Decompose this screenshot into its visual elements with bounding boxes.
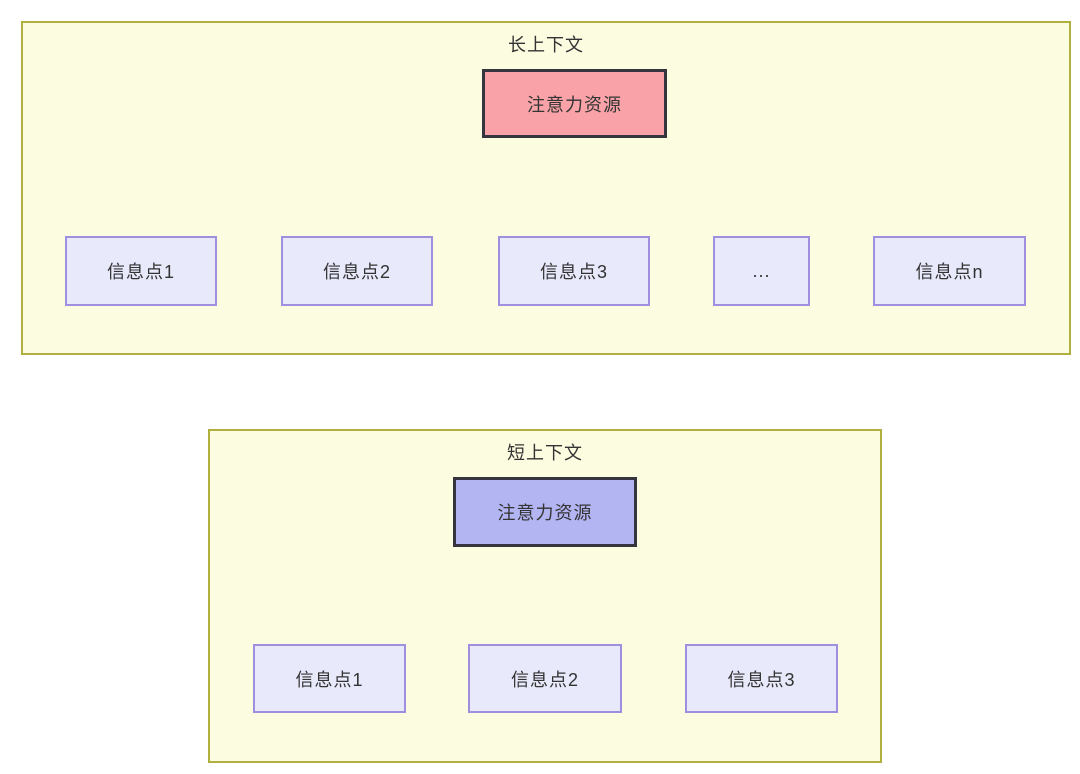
node-long-point3-label: 信息点3 — [539, 262, 608, 282]
node-short-point2: 信息点2 — [468, 644, 622, 713]
node-short-point2-label: 信息点2 — [510, 669, 579, 690]
group-short-context-title: 短上下文 — [507, 443, 583, 463]
node-attention-resource-short: 注意力资源 — [453, 477, 637, 547]
node-short-point3-label: 信息点3 — [727, 669, 796, 690]
node-long-point3: 信息点3 — [498, 236, 650, 306]
node-long-pointn: 信息点n — [873, 236, 1026, 306]
node-long-pointn-label: 信息点n — [915, 262, 984, 282]
node-long-point1: 信息点1 — [65, 236, 217, 306]
node-long-ellipsis: ... — [713, 236, 810, 306]
node-short-point1-label: 信息点1 — [295, 669, 364, 690]
node-long-point1-label: 信息点1 — [106, 262, 175, 282]
node-attention-resource-short-label: 注意力资源 — [497, 503, 593, 523]
node-attention-resource-long-label: 注意力资源 — [527, 94, 622, 115]
node-attention-resource-long: 注意力资源 — [482, 69, 667, 138]
node-long-ellipsis-label: ... — [752, 260, 771, 281]
node-short-point3: 信息点3 — [685, 644, 838, 713]
node-long-point2-label: 信息点2 — [322, 262, 391, 282]
group-long-context-title: 长上下文 — [508, 35, 584, 55]
node-short-point1: 信息点1 — [253, 644, 406, 713]
node-long-point2: 信息点2 — [281, 236, 433, 306]
